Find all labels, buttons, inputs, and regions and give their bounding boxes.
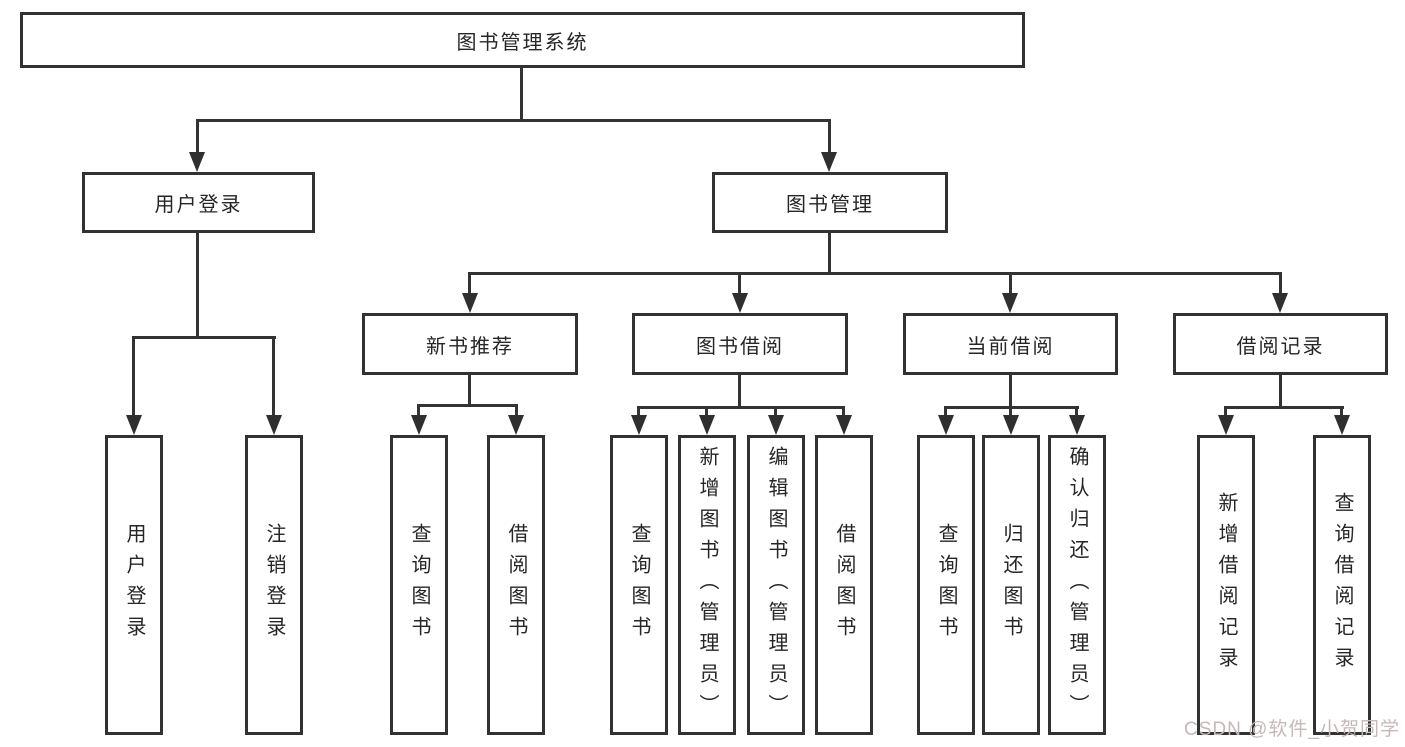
connector-line bbox=[738, 375, 741, 409]
connector-line bbox=[842, 406, 845, 419]
connector-line bbox=[468, 272, 1282, 275]
arrow-down-icon bbox=[631, 415, 647, 435]
arrow-down-icon bbox=[1218, 415, 1234, 435]
arrow-down-icon bbox=[1272, 293, 1288, 313]
connector-line bbox=[417, 404, 518, 407]
leaf-bb-add-book-admin: 新增图书（管理员） bbox=[678, 435, 736, 735]
leaf-cb-query-book: 查询图书 bbox=[917, 435, 975, 735]
leaf-nbr-query-book: 查询图书 bbox=[390, 435, 448, 735]
leaf-br-query-record: 查询借阅记录 bbox=[1313, 435, 1371, 735]
connector-line bbox=[1224, 406, 1227, 419]
connector-line bbox=[520, 66, 523, 122]
current-borrow-box: 当前借阅 bbox=[903, 313, 1118, 375]
arrow-down-icon bbox=[266, 415, 282, 435]
book-management-box: 图书管理 bbox=[712, 172, 948, 233]
arrow-down-icon bbox=[1002, 293, 1018, 313]
arrow-down-icon bbox=[1334, 415, 1350, 435]
arrow-down-icon bbox=[462, 293, 478, 313]
csdn-watermark: CSDN @软件_小贺同学 bbox=[1184, 719, 1400, 740]
arrow-down-icon bbox=[821, 152, 837, 172]
connector-line bbox=[196, 232, 199, 339]
connector-line bbox=[132, 336, 276, 339]
root-box: 图书管理系统 bbox=[20, 12, 1025, 68]
arrow-down-icon bbox=[699, 415, 715, 435]
connector-line bbox=[828, 119, 831, 156]
leaf-bb-borrow-book: 借阅图书 bbox=[815, 435, 873, 735]
connector-line bbox=[944, 406, 947, 419]
arrow-down-icon bbox=[938, 415, 954, 435]
connector-line bbox=[828, 232, 831, 274]
connector-line bbox=[468, 272, 471, 297]
connector-line bbox=[1009, 406, 1012, 419]
arrow-down-icon bbox=[508, 415, 524, 435]
connector-line bbox=[468, 375, 471, 407]
arrow-down-icon bbox=[836, 415, 852, 435]
connector-line bbox=[196, 119, 199, 156]
connector-line bbox=[132, 336, 135, 419]
leaf-nbr-borrow-book: 借阅图书 bbox=[487, 435, 545, 735]
connector-line bbox=[1340, 406, 1343, 419]
arrow-down-icon bbox=[1003, 415, 1019, 435]
arrow-down-icon bbox=[411, 415, 427, 435]
connector-line bbox=[515, 404, 518, 419]
arrow-down-icon bbox=[126, 415, 142, 435]
connector-line bbox=[272, 336, 275, 419]
connector-line bbox=[1279, 272, 1282, 297]
connector-line bbox=[637, 406, 845, 409]
connector-line bbox=[417, 404, 420, 419]
leaf-bb-edit-book-admin: 编辑图书（管理员） bbox=[747, 435, 805, 735]
connector-line bbox=[1009, 375, 1012, 409]
new-book-recommend-box: 新书推荐 bbox=[362, 313, 578, 375]
book-borrow-box: 图书借阅 bbox=[632, 313, 848, 375]
connector-line bbox=[637, 406, 640, 419]
arrow-down-icon bbox=[1069, 415, 1085, 435]
leaf-bb-query-book: 查询图书 bbox=[610, 435, 668, 735]
leaf-logout: 注销登录 bbox=[245, 435, 303, 735]
connector-line bbox=[1075, 406, 1078, 419]
connector-line bbox=[1279, 375, 1282, 409]
connector-line bbox=[738, 272, 741, 297]
connector-line bbox=[196, 119, 831, 122]
leaf-br-add-record: 新增借阅记录 bbox=[1197, 435, 1255, 735]
leaf-user-login: 用户登录 bbox=[105, 435, 163, 735]
arrow-down-icon bbox=[189, 152, 205, 172]
leaf-cb-confirm-return-admin: 确认归还（管理员） bbox=[1048, 435, 1106, 735]
arrow-down-icon bbox=[732, 293, 748, 313]
connector-line bbox=[705, 406, 708, 419]
arrow-down-icon bbox=[768, 415, 784, 435]
borrow-record-box: 借阅记录 bbox=[1173, 313, 1388, 375]
leaf-cb-return-book: 归还图书 bbox=[982, 435, 1040, 735]
connector-line bbox=[774, 406, 777, 419]
connector-line bbox=[1224, 406, 1344, 409]
user-login-box: 用户登录 bbox=[82, 172, 315, 233]
connector-line bbox=[1009, 272, 1012, 297]
